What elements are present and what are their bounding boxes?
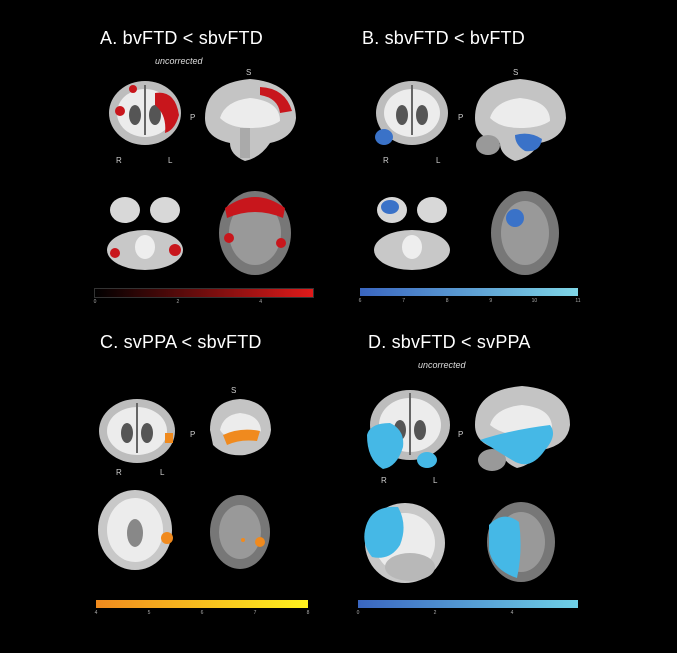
panel-c-tick: 7 (253, 610, 257, 616)
panel-a-label-superior: S (246, 68, 252, 77)
panel-c-axial-slice (98, 490, 173, 570)
panel-c-tick: 6 (200, 610, 204, 616)
panel-a-coronal-slice (109, 81, 181, 145)
panel-c-tick: 4 (94, 610, 98, 616)
panel-c-title: C. svPPA < sbvFTD (100, 332, 262, 352)
panel-a-sagittal-slice (205, 79, 296, 161)
panel-b-tick: 6 (358, 298, 362, 304)
panel-a-axial-slice (219, 191, 291, 275)
panel-c-label-right: R (116, 468, 122, 477)
panel-c-tick: 8 (306, 610, 310, 616)
panel-d-inferior-slice (487, 502, 555, 582)
panel-c-label-superior: S (231, 386, 237, 395)
panel-c-coronal-slice (99, 399, 175, 463)
panel-b-tick: 8 (445, 298, 449, 304)
panel-d-label-right: R (381, 476, 387, 485)
panel-b-tick: 9 (489, 298, 493, 304)
panel-b-inferior-slice (374, 197, 450, 270)
panel-b-label-superior: S (513, 68, 519, 77)
panel-d-title: D. sbvFTD < svPPA (368, 332, 531, 352)
panel-a-label-left: L (168, 156, 173, 165)
panel-d-sagittal-slice (475, 386, 570, 471)
panel-a-title: A. bvFTD < sbvFTD (100, 28, 263, 48)
panel-c-label-left: L (160, 468, 165, 477)
panel-b-tick: 7 (402, 298, 405, 304)
panel-d-tick: 2 (433, 610, 437, 616)
panel-c-inferior-slice (210, 495, 270, 569)
panel-d-tick: 4 (510, 610, 514, 616)
panel-a-inferior-slice (107, 197, 183, 270)
panel-d-colorbar: 0 2 4 (357, 600, 578, 616)
panel-a-tick: 0 (93, 299, 97, 305)
panel-b-tick: 11 (575, 298, 581, 304)
panel-a-tick: 4 (259, 299, 263, 305)
panel-c-tick: 5 (147, 610, 151, 616)
panel-c-sagittal-slice (210, 399, 271, 456)
panel-b-axial-slice (491, 191, 559, 275)
panel-b-label-posterior: P (458, 113, 464, 122)
panel-d-coronal-slice (367, 390, 450, 469)
panel-a-label-posterior: P (190, 113, 196, 122)
panel-b-tick: 10 (531, 298, 538, 304)
panel-b-label-right: R (383, 156, 389, 165)
panel-c-label-posterior: P (190, 430, 196, 439)
panel-d-axial-slice (364, 503, 445, 583)
panel-b-sagittal-slice (475, 79, 566, 161)
panel-d-label-left: L (433, 476, 438, 485)
panel-d-tick: 0 (356, 610, 360, 616)
panel-a-label-right: R (116, 156, 122, 165)
panel-b-title: B. sbvFTD < bvFTD (362, 28, 525, 48)
panel-b-label-left: L (436, 156, 441, 165)
panel-d-label-posterior: P (458, 430, 464, 439)
panel-a-colorbar: 0 2 4 (94, 288, 314, 305)
panel-c-colorbar: 4 5 6 7 8 (95, 600, 309, 616)
panel-b-coronal-slice (375, 81, 448, 145)
panel-a-tick: 2 (176, 299, 180, 305)
panel-d-subtitle: uncorrected (418, 360, 466, 370)
panel-b-colorbar: 6 7 8 9 10 11 (359, 288, 581, 304)
panel-a-subtitle: uncorrected (155, 56, 203, 66)
